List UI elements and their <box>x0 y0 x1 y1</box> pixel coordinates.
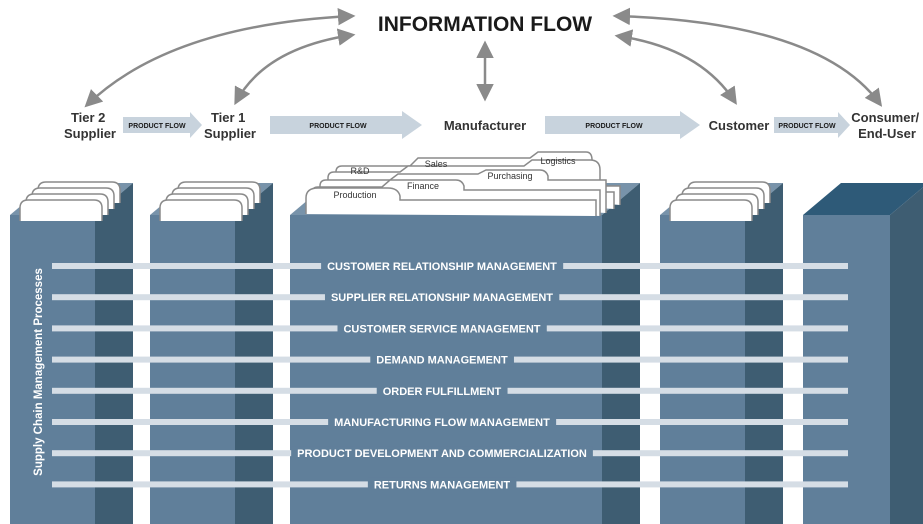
tab-purchasing: Purchasing <box>487 171 532 181</box>
product-flow-label-3: PRODUCT FLOW <box>585 123 643 130</box>
pillar-customer <box>660 183 783 524</box>
info-arrow-customer <box>614 29 737 105</box>
info-arrow-tier2 <box>84 7 356 108</box>
process-label-bg <box>376 383 508 398</box>
process-band: DEMAND MANAGEMENT <box>52 352 848 367</box>
process-band: PRODUCT DEVELOPMENT AND COMMERCIALIZATIO… <box>52 446 848 461</box>
functional-tab-labels: Logistics Sales R&D Purchasing Finance P… <box>333 156 576 200</box>
process-label: DEMAND MANAGEMENT <box>376 355 508 367</box>
tab-sales: Sales <box>425 159 448 169</box>
tab-logistics: Logistics <box>540 156 576 166</box>
diagram-title: INFORMATION FLOW <box>378 13 592 36</box>
product-flow-arrow-2: PRODUCT FLOW <box>270 111 422 139</box>
process-band: MANUFACTURING FLOW MANAGEMENT <box>52 415 848 429</box>
tier1-label-line1: Tier 1 <box>211 110 245 125</box>
process-label: RETURNS MANAGEMENT <box>374 479 511 491</box>
process-label-bg <box>367 477 517 492</box>
tier1-label: Tier 1 Supplier <box>204 110 256 141</box>
entity-labels: Tier 2 Supplier Tier 1 Supplier Manufact… <box>64 110 923 141</box>
process-band: CUSTOMER RELATIONSHIP MANAGEMENT <box>52 259 848 273</box>
product-flow-arrow-4: PRODUCT FLOW <box>774 112 850 138</box>
tab-rnd: R&D <box>350 166 370 176</box>
process-label-bg <box>337 321 547 336</box>
tier1-folders <box>159 181 261 221</box>
process-label: CUSTOMER SERVICE MANAGEMENT <box>343 323 540 335</box>
process-label-bg <box>324 290 560 305</box>
product-flow-arrow-3: PRODUCT FLOW <box>545 111 700 139</box>
process-label-bg <box>370 352 514 367</box>
pillar-tier1 <box>150 183 273 524</box>
tab-production: Production <box>333 190 376 200</box>
process-label: CUSTOMER RELATIONSHIP MANAGEMENT <box>327 261 557 273</box>
tab-finance: Finance <box>407 181 439 191</box>
tier2-label: Tier 2 Supplier <box>64 110 116 141</box>
customer-folders <box>669 181 771 221</box>
product-flow-arrow-1: PRODUCT FLOW <box>123 112 202 138</box>
process-label-bg <box>291 446 593 461</box>
process-label: PRODUCT DEVELOPMENT AND COMMERCIALIZATIO… <box>297 448 587 460</box>
manufacturer-folders <box>305 151 621 216</box>
folder-tabs-small <box>19 181 771 221</box>
info-arrow-tier1 <box>234 28 356 106</box>
product-flow-label-1: PRODUCT FLOW <box>128 123 186 130</box>
product-flow-label-4: PRODUCT FLOW <box>778 123 836 130</box>
tier2-label-line1: Tier 2 <box>71 110 105 125</box>
tier1-label-line2: Supplier <box>204 126 256 141</box>
process-band: SUPPLIER RELATIONSHIP MANAGEMENT <box>52 290 848 305</box>
process-label: ORDER FULFILLMENT <box>383 386 502 398</box>
consumer-label-line2: End-User <box>858 126 916 141</box>
process-bands: CUSTOMER RELATIONSHIP MANAGEMENT SUPPLIER… <box>52 259 848 492</box>
tier2-label-line2: Supplier <box>64 126 116 141</box>
consumer-label: Consumer/ End-User <box>851 110 923 141</box>
product-flow-label-2: PRODUCT FLOW <box>309 123 367 130</box>
process-label: MANUFACTURING FLOW MANAGEMENT <box>334 417 550 429</box>
customer-label: Customer <box>709 118 770 133</box>
consumer-label-line1: Consumer/ <box>851 110 919 125</box>
pillar-tier2 <box>10 183 133 524</box>
side-label: Supply Chain Management Processes <box>33 268 45 476</box>
product-flow-arrows: PRODUCT FLOW PRODUCT FLOW PRODUCT FLOW P… <box>123 111 850 139</box>
pillar-consumer <box>803 183 923 524</box>
manufacturer-label: Manufacturer <box>444 118 526 133</box>
process-label: SUPPLIER RELATIONSHIP MANAGEMENT <box>331 292 553 304</box>
process-label-bg <box>328 415 557 429</box>
tier2-folders <box>19 181 121 221</box>
process-band: ORDER FULFILLMENT <box>52 383 848 398</box>
process-band: CUSTOMER SERVICE MANAGEMENT <box>52 321 848 336</box>
process-label-bg <box>321 259 564 273</box>
information-flow-arrows <box>84 7 883 108</box>
info-arrow-consumer <box>612 7 883 107</box>
process-band: RETURNS MANAGEMENT <box>52 477 848 492</box>
